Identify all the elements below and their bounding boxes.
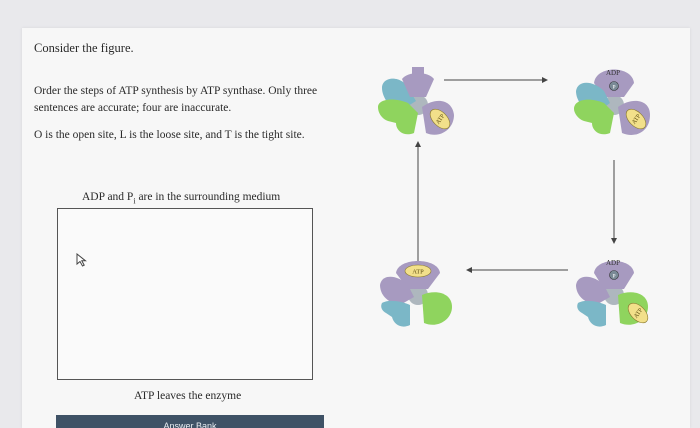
ordering-drop-zone[interactable] — [57, 208, 313, 380]
question-panel: Consider the figure. Order the steps of … — [22, 28, 690, 428]
ordering-top-label: ADP and Pi are in the surrounding medium — [82, 191, 280, 205]
top-label-subscript: i — [133, 196, 136, 206]
question-title: Consider the figure. — [34, 41, 134, 55]
atp-synthase-diagram: ATP ATP ADP P ATP — [378, 67, 650, 327]
synthase-state-bottom-left: ATP — [380, 261, 452, 327]
top-label-suffix: are in the surrounding medium — [135, 191, 281, 203]
answer-bank-header[interactable]: Answer Bank — [56, 415, 324, 428]
phosphate-label-tr: P — [612, 85, 615, 91]
phosphate-label-br: P — [612, 274, 615, 280]
adp-label-tr: ADP — [606, 69, 620, 77]
atp-synthase-figure: ATP ATP ADP P ATP — [352, 30, 682, 330]
ordering-bottom-label: ATP leaves the enzyme — [134, 390, 242, 402]
atp-label-tr: ATP — [631, 113, 642, 126]
top-label-prefix: ADP and P — [82, 191, 134, 203]
site-legend-note: O is the open site, L is the loose site,… — [34, 129, 305, 141]
synthase-state-top-left: ATP — [378, 67, 454, 135]
synthase-state-bottom-right: ADP P ATP — [576, 259, 649, 327]
adp-label-br: ADP — [606, 259, 620, 267]
mouse-cursor-icon — [76, 253, 87, 267]
atp-label-bl: ATP — [412, 269, 424, 276]
question-prompt: Order the steps of ATP synthesis by ATP … — [34, 85, 318, 114]
synthase-state-top-right: ATP ADP P — [574, 69, 650, 135]
atp-label-br: ATP — [633, 307, 644, 320]
atp-label-tl: ATP — [435, 113, 446, 126]
